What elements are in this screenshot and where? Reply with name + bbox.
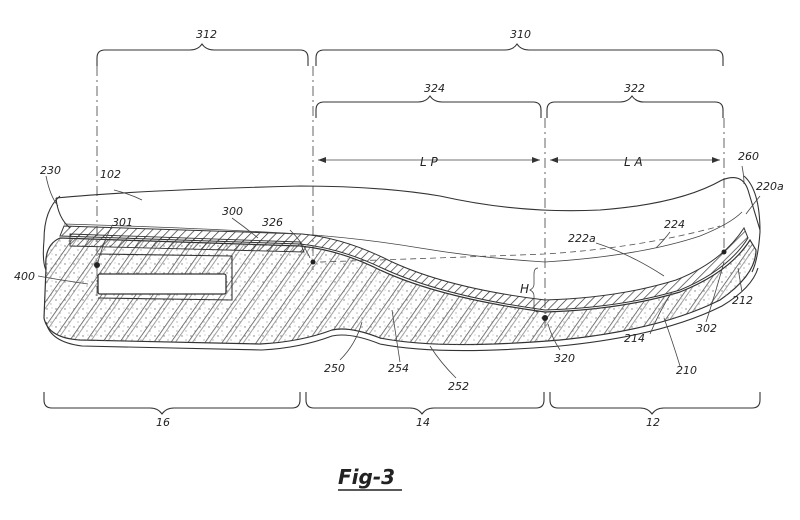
point-302 <box>721 249 727 255</box>
dimension-la <box>550 157 720 163</box>
bracket-12 <box>549 392 761 415</box>
heel-insert-400 <box>97 273 227 295</box>
dimension-h <box>529 267 539 313</box>
label-102: 102 <box>100 168 121 181</box>
label-324: 324 <box>424 82 445 95</box>
insole-upper-surface <box>55 177 761 231</box>
label-210: 210 <box>676 364 697 377</box>
label-14: 14 <box>416 416 430 429</box>
label-222a: 222a <box>568 232 596 245</box>
heel-rear-lip <box>42 195 61 271</box>
label-320: 320 <box>554 352 575 365</box>
label-322: 322 <box>624 82 645 95</box>
bracket-324 <box>315 95 542 118</box>
bracket-310 <box>315 43 724 66</box>
label-lp: L P <box>420 155 439 169</box>
dimension-lp <box>318 157 540 163</box>
label-300: 300 <box>222 205 243 218</box>
plate-layer-band <box>59 225 749 311</box>
label-326: 326 <box>262 216 283 229</box>
label-250: 250 <box>324 362 345 375</box>
midsole-stipple-overlay <box>44 238 756 345</box>
heel-insert-frame <box>97 253 233 301</box>
label-220a: 220a <box>756 180 784 193</box>
figure-caption: Fig-3 <box>338 465 395 489</box>
label-12: 12 <box>646 416 660 429</box>
label-254: 254 <box>388 362 409 375</box>
point-301 <box>94 262 100 268</box>
label-230: 230 <box>40 164 61 177</box>
label-301: 301 <box>112 216 133 229</box>
insole-inner-line <box>63 211 743 263</box>
bracket-14 <box>305 392 545 415</box>
heel-cushion-element <box>69 233 305 253</box>
label-214: 214 <box>624 332 645 345</box>
toe-front-profile <box>743 175 761 273</box>
label-400: 400 <box>14 270 35 283</box>
label-310: 310 <box>510 28 531 41</box>
outsole-bottom-layer <box>45 267 759 352</box>
bracket-312 <box>96 43 309 66</box>
leader-lines <box>37 165 761 379</box>
point-320 <box>542 315 548 321</box>
insole-lower-surface <box>55 197 71 229</box>
label-la: L A <box>624 155 643 169</box>
label-260: 260 <box>738 150 759 163</box>
label-h: H <box>520 282 529 296</box>
point-326 <box>310 259 316 265</box>
label-16: 16 <box>156 416 170 429</box>
label-302: 302 <box>696 322 717 335</box>
label-224: 224 <box>664 218 685 231</box>
label-252: 252 <box>448 380 469 393</box>
label-312: 312 <box>196 28 217 41</box>
bracket-16 <box>43 392 301 415</box>
label-212: 212 <box>732 294 753 307</box>
bracket-322 <box>546 95 724 118</box>
